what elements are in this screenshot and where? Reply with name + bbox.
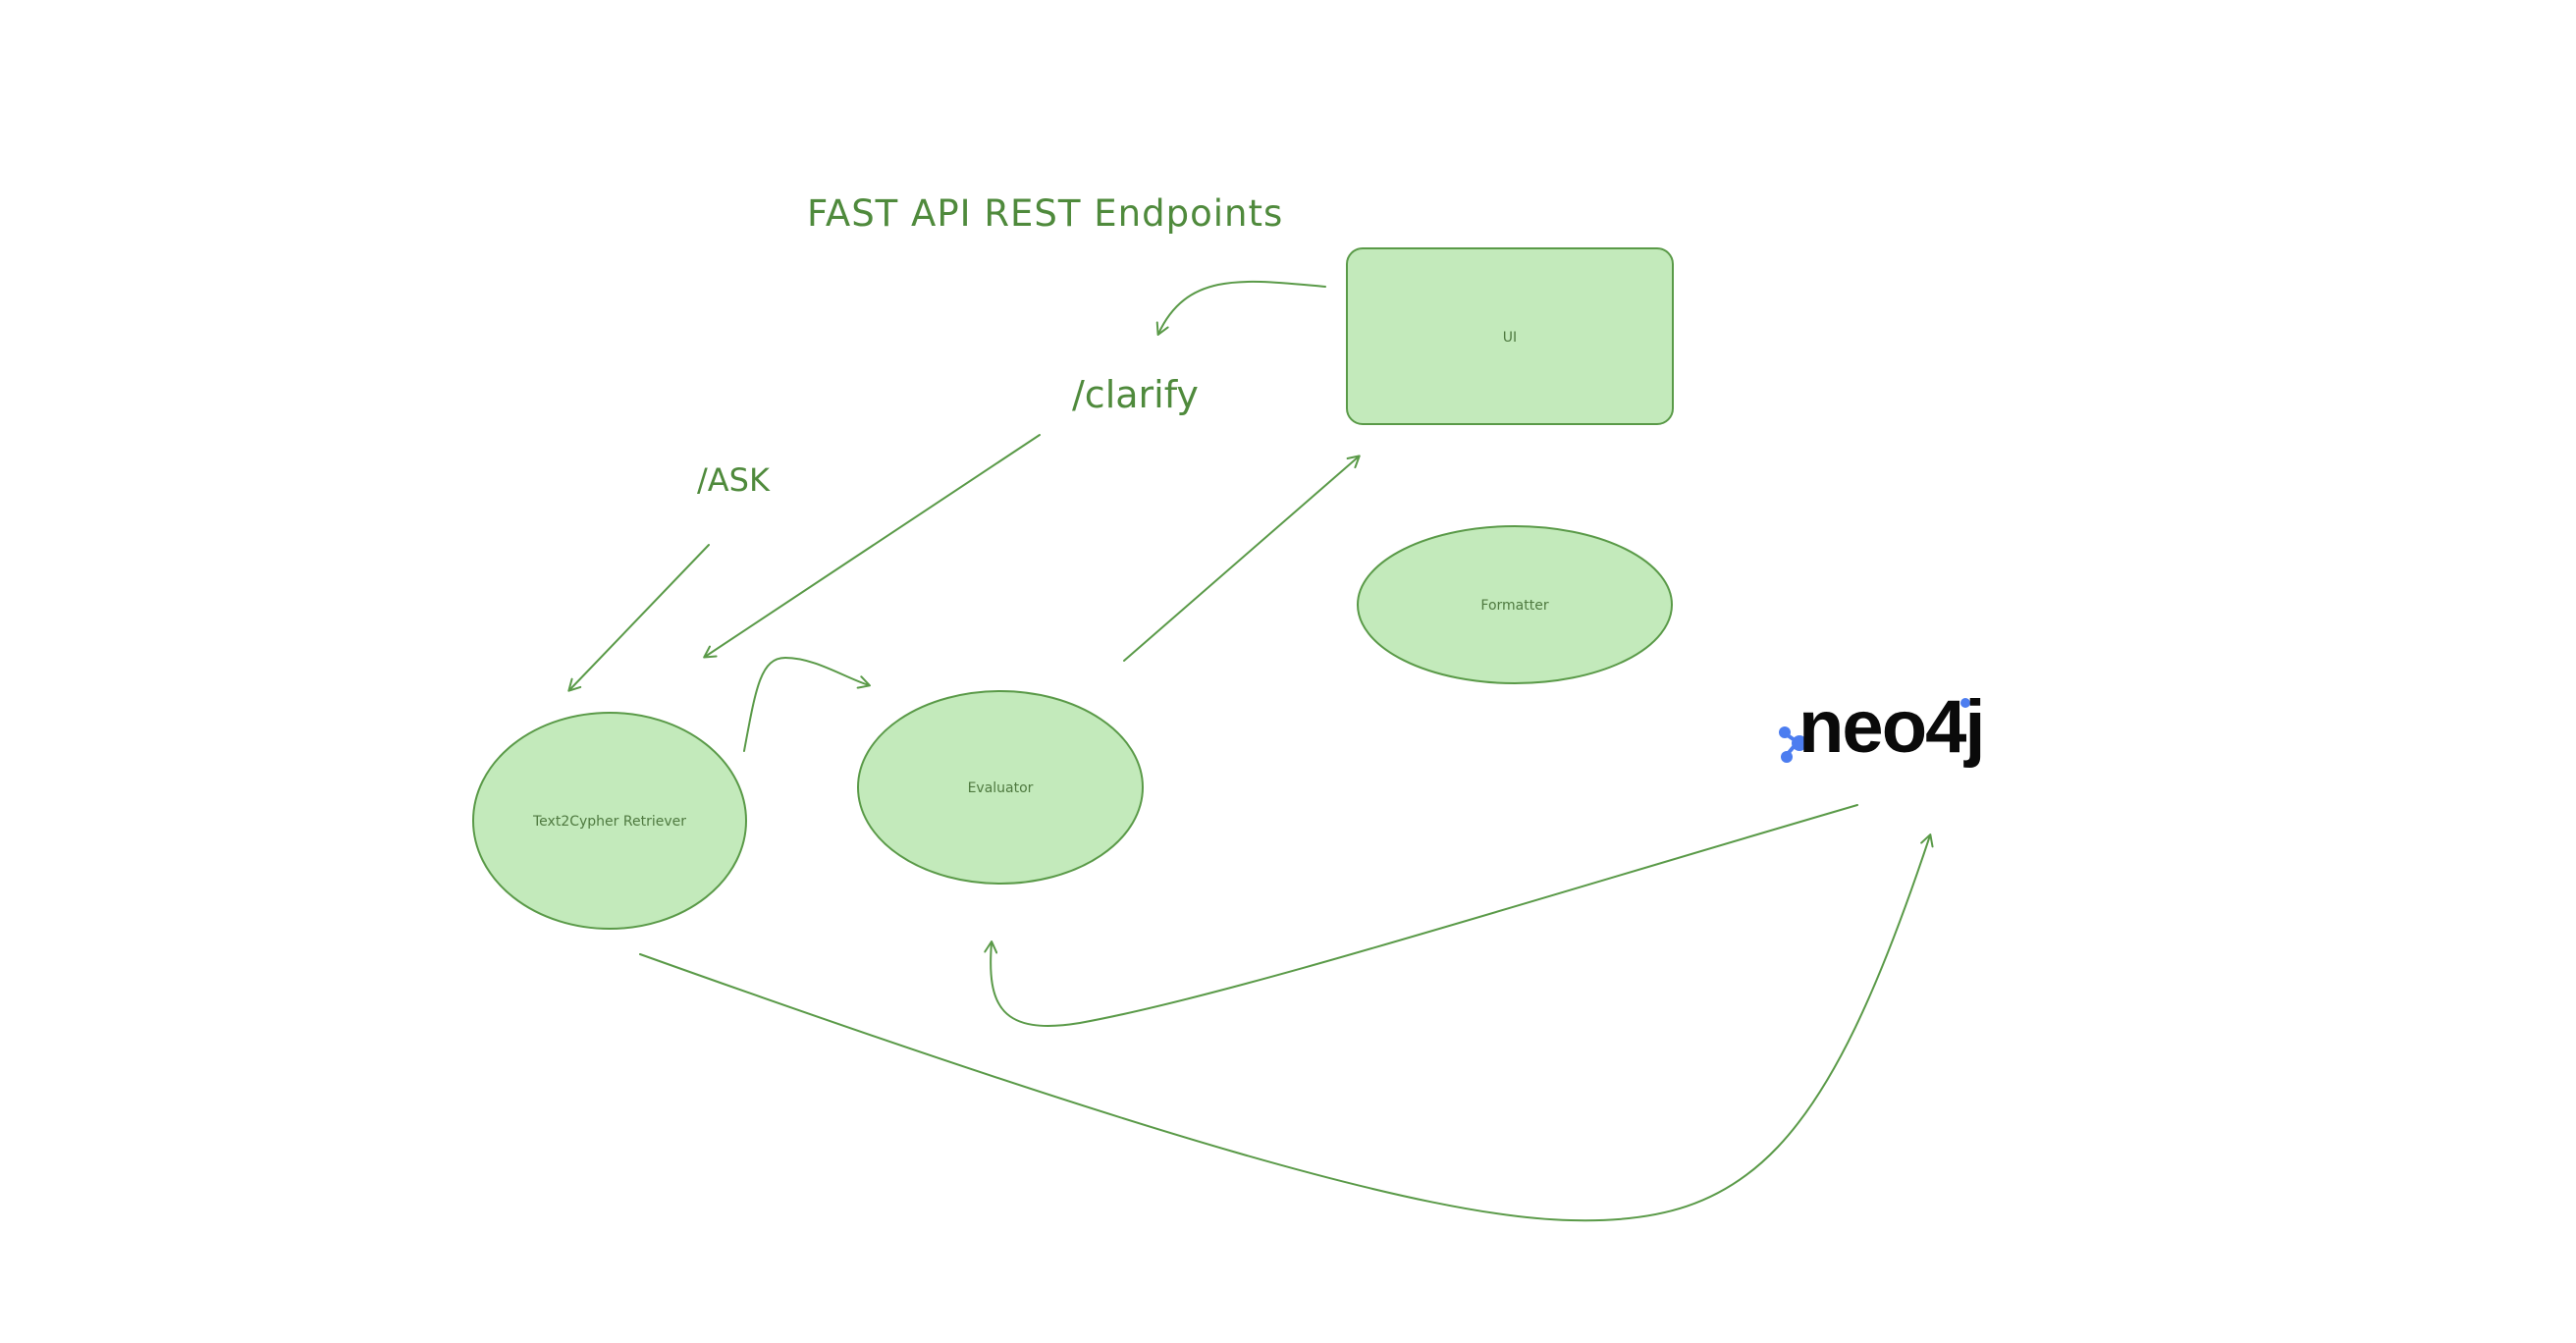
evaluator-node[interactable]: Evaluator bbox=[857, 690, 1144, 885]
ui-label: UI bbox=[1503, 330, 1517, 346]
ui-node[interactable]: UI bbox=[1346, 247, 1674, 425]
evaluator-label: Evaluator bbox=[968, 780, 1034, 796]
diagram-title: FAST API REST Endpoints bbox=[807, 192, 1283, 235]
endpoint-ask-label: /ASK bbox=[697, 461, 771, 499]
neo4j-graph-icon bbox=[1779, 698, 1970, 763]
arrow-retriever-to-neo4j bbox=[639, 833, 1934, 1222]
arrow-evaluator-to-ui bbox=[1123, 455, 1361, 662]
arrow-retriever-to-evaluator bbox=[743, 657, 871, 752]
arrow-ui-to-clarify bbox=[1155, 280, 1326, 336]
retriever-ellipse bbox=[472, 712, 747, 930]
endpoint-clarify-label: /clarify bbox=[1072, 373, 1199, 416]
evaluator-ellipse bbox=[857, 690, 1144, 885]
arrow-clarify-to-retriever bbox=[703, 434, 1041, 659]
neo4j-logo: neo4j bbox=[1779, 685, 1986, 769]
ui-box bbox=[1346, 247, 1674, 425]
neo4j-wordmark: neo4j bbox=[1798, 685, 1984, 769]
arrow-neo4j-to-evaluator bbox=[984, 804, 1858, 1027]
formatter-node[interactable]: Formatter bbox=[1357, 525, 1673, 684]
retriever-node[interactable]: Text2Cypher Retriever bbox=[472, 712, 747, 930]
arrow-ask-to-retriever bbox=[567, 544, 710, 692]
formatter-label: Formatter bbox=[1480, 598, 1548, 614]
retriever-label: Text2Cypher Retriever bbox=[532, 814, 686, 830]
formatter-ellipse bbox=[1357, 525, 1673, 684]
